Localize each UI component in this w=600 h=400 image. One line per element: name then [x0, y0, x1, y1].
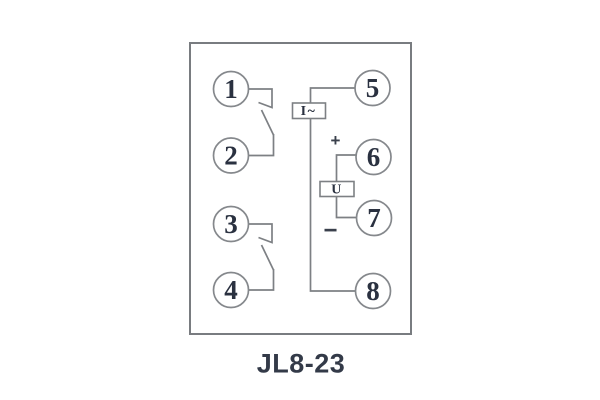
terminal-8: 8	[354, 272, 392, 310]
terminal-3: 3	[212, 205, 250, 243]
contact-3-4-fixed-wire	[248, 223, 273, 244]
terminal-5: 5	[354, 69, 391, 107]
terminal-2-label: 2	[224, 141, 238, 171]
terminal-2: 2	[212, 137, 250, 174]
terminal-5-label: 5	[366, 73, 380, 103]
terminal-7-circle	[355, 199, 393, 237]
contact-3-4-armature	[260, 244, 275, 271]
terminal-6: 6	[355, 138, 392, 176]
terminal-3-label: 3	[224, 209, 238, 239]
model-name-caption: JL8-23	[257, 349, 346, 379]
current-coil-label: I~	[301, 104, 317, 119]
terminal-7: 7	[355, 199, 393, 237]
terminal-1: 1	[212, 70, 250, 108]
contact-3-4	[248, 223, 275, 291]
terminal-2-circle	[212, 137, 250, 174]
terminal-6-circle	[355, 138, 392, 176]
current-coil-box	[291, 102, 327, 120]
contact-1-2-fixed-wire	[248, 88, 273, 109]
plus-polarity-symbol: +	[331, 131, 341, 150]
terminal-8-circle	[354, 272, 392, 310]
voltage-coil-box	[319, 180, 355, 198]
wire-5-to-8	[309, 87, 356, 292]
contact-1-2-armature	[260, 109, 275, 136]
voltage-coil-label: U	[331, 183, 343, 198]
terminal-1-label: 1	[224, 74, 238, 104]
terminal-6-label: 6	[367, 142, 381, 172]
terminal-4-circle	[212, 271, 250, 309]
terminal-7-label: 7	[367, 203, 381, 233]
terminal-4: 4	[212, 271, 250, 309]
terminal-1-circle	[212, 70, 250, 108]
terminal-3-circle	[212, 205, 250, 243]
contact-1-2	[248, 88, 275, 157]
minus-polarity-symbol: −	[323, 217, 337, 244]
terminal-5-circle	[354, 69, 391, 107]
contact-1-2-moving-wire	[248, 134, 275, 157]
terminal-4-label: 4	[224, 275, 238, 305]
terminal-8-label: 8	[366, 276, 380, 306]
contact-3-4-moving-wire	[248, 269, 275, 291]
